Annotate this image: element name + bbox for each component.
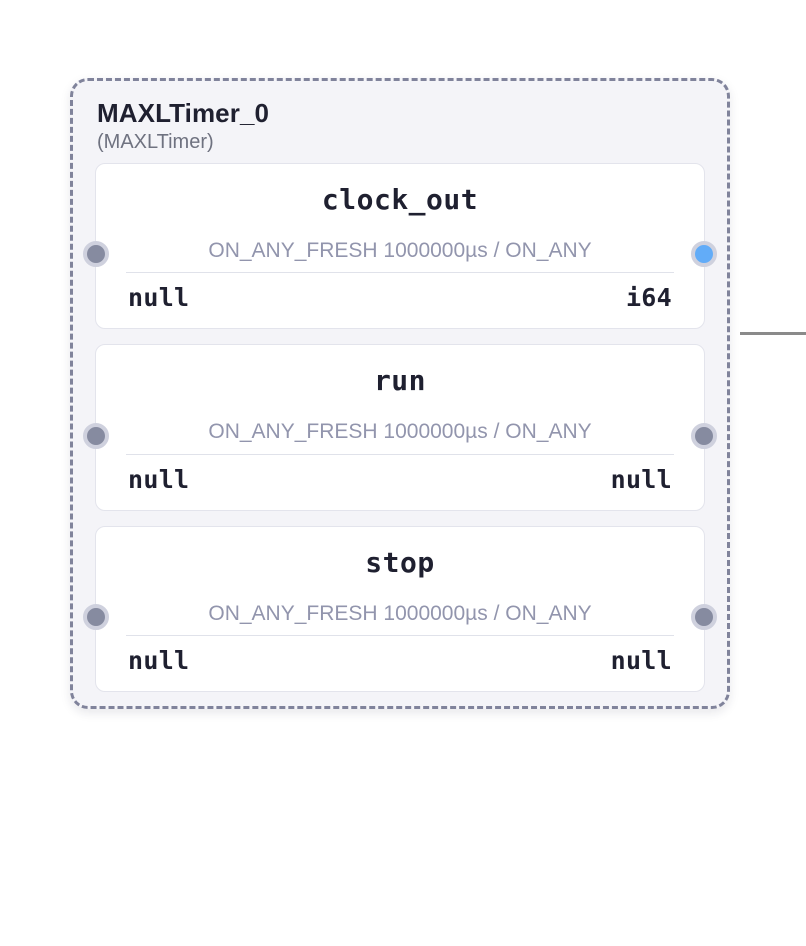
input-port-dot[interactable] [83,422,109,449]
input-type-label: null [128,646,190,675]
input-type-label: null [128,283,190,313]
port-row: null null [96,636,704,679]
node-title: MAXLTimer_0 [97,98,270,128]
input-type-label: null [128,464,190,494]
node-type-label: (MAXLTimer) [97,131,214,154]
port-block-title: clock_out [321,183,479,217]
output-type-label: i64 [625,283,672,313]
port-block-clock-out[interactable]: clock_out ON_ANY_FRESH 1000000µs / ON_AN… [83,163,717,330]
input-port-dot[interactable] [83,241,109,268]
port-block-title: run [373,364,427,398]
output-port-dot[interactable] [691,241,717,268]
node-block-list: clock_out ON_ANY_FRESH 1000000µs / ON_AN… [73,163,727,692]
port-block-trigger-info: ON_ANY_FRESH 1000000µs / ON_ANY [208,239,592,263]
port-block-run[interactable]: run ON_ANY_FRESH 1000000µs / ON_ANY null… [83,344,717,511]
divider [126,453,674,455]
port-block-stop[interactable]: stop ON_ANY_FRESH 1000000µs / ON_ANY nul… [83,525,717,692]
port-row: null null [96,455,704,498]
output-port-dot[interactable] [691,603,717,630]
input-port-dot[interactable] [83,603,109,630]
divider [126,635,674,636]
output-port-dot[interactable] [691,422,717,449]
port-block-trigger-info: ON_ANY_FRESH 1000000µs / ON_ANY [208,420,592,444]
port-block-trigger-info: ON_ANY_FRESH 1000000µs / ON_ANY [208,601,592,625]
output-type-label: null [610,646,672,675]
divider [126,272,674,274]
connection-edge[interactable] [740,332,806,335]
port-row: null i64 [96,273,704,316]
output-type-label: null [610,464,672,494]
port-block-title: stop [365,545,435,579]
node-header: MAXLTimer_0 (MAXLTimer) [73,81,727,163]
node-maxltimer[interactable]: MAXLTimer_0 (MAXLTimer) clock_out ON_ANY… [70,78,730,709]
